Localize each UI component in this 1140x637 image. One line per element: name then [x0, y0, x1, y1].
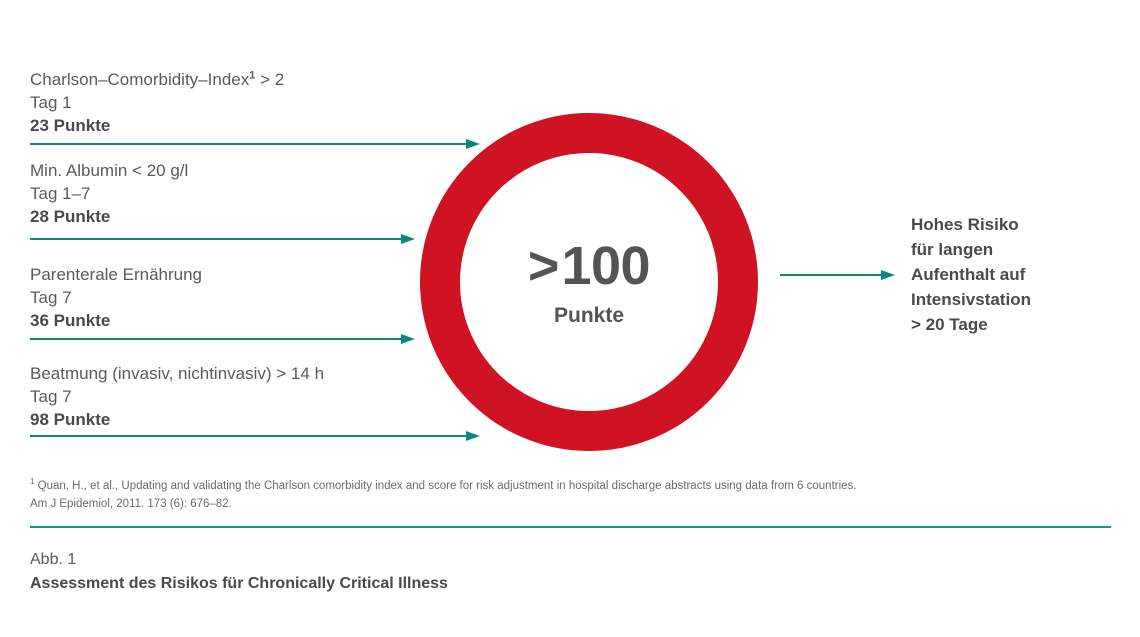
criterion-block-2: Min. Albumin < 20 g/l Tag 1–7 28 Punkte — [30, 159, 188, 228]
criterion-day-3: Tag 7 — [30, 288, 72, 307]
footnote-marker: 1 — [30, 477, 35, 487]
criterion-points-1: 23 Punkte — [30, 116, 111, 135]
risk-score-center: >100 Punkte — [420, 113, 758, 451]
criterion-block-3: Parenterale Ernährung Tag 7 36 Punkte — [30, 263, 202, 332]
criterion-day-2: Tag 1–7 — [30, 184, 91, 203]
footnote-text-1: Quan, H., et al., Updating and validatin… — [34, 480, 857, 492]
risk-score-number: 100 — [561, 235, 651, 296]
outcome-line-3: Aufenthalt auf — [911, 265, 1026, 284]
greater-than-symbol: > — [527, 235, 562, 296]
criterion-points-3: 36 Punkte — [30, 311, 111, 330]
criterion-title-text-2: Min. Albumin < 20 g/l — [30, 161, 189, 180]
risk-score-unit: Punkte — [553, 303, 624, 327]
arrow-right-icon-4 — [30, 430, 480, 442]
caption-label: Abb. 1 — [30, 551, 77, 568]
criterion-title-1: Charlson–Comorbidity–Index1 > 2 — [30, 68, 284, 91]
criterion-title-text-3: Parenterale Ernährung — [30, 265, 203, 284]
arrow-right-icon-outcome — [780, 269, 895, 281]
criterion-day-4: Tag 7 — [30, 387, 72, 406]
outcome-text: Hohes Risiko für langen Aufenthalt auf I… — [911, 212, 1031, 337]
criterion-title-4: Beatmung (invasiv, nichtinvasiv) > 14 h — [30, 362, 324, 385]
footnote-marker-1: 1 — [249, 69, 256, 82]
caption: Abb. 1 Assessment des Risikos für Chroni… — [30, 548, 448, 596]
criterion-block-1: Charlson–Comorbidity–Index1 > 2 Tag 1 23… — [30, 68, 284, 137]
criterion-day-1: Tag 1 — [30, 93, 72, 112]
criterion-title-2: Min. Albumin < 20 g/l — [30, 159, 188, 182]
criterion-title-suffix-1: > 2 — [255, 70, 285, 89]
criterion-block-4: Beatmung (invasiv, nichtinvasiv) > 14 h … — [30, 362, 324, 431]
arrow-right-icon-2 — [30, 233, 415, 245]
caption-title: Assessment des Risikos für Chronically C… — [30, 575, 448, 592]
criterion-title-3: Parenterale Ernährung — [30, 263, 202, 286]
arrow-right-icon-1 — [30, 138, 480, 150]
outcome-line-2: für langen — [911, 240, 994, 259]
criterion-points-2: 28 Punkte — [30, 207, 111, 226]
criterion-title-text-4: Beatmung (invasiv, nichtinvasiv) > 14 h — [30, 364, 325, 383]
arrow-right-icon-3 — [30, 333, 415, 345]
footnote: 1 Quan, H., et al., Updating and validat… — [30, 477, 1115, 513]
outcome-line-4: Intensivstation — [911, 290, 1031, 309]
outcome-line-5: > 20 Tage — [911, 315, 988, 334]
criterion-points-4: 98 Punkte — [30, 410, 111, 429]
footnote-line-2: Am J Epidemiol, 2011. 173 (6): 676–82. — [30, 498, 232, 510]
outcome-line-1: Hohes Risiko — [911, 215, 1019, 234]
caption-divider — [30, 526, 1111, 528]
risk-score-value: >100 — [527, 235, 651, 296]
footnote-line-1: 1 Quan, H., et al., Updating and validat… — [30, 477, 1115, 495]
criterion-title-text-1: Charlson–Comorbidity–Index — [30, 70, 250, 89]
